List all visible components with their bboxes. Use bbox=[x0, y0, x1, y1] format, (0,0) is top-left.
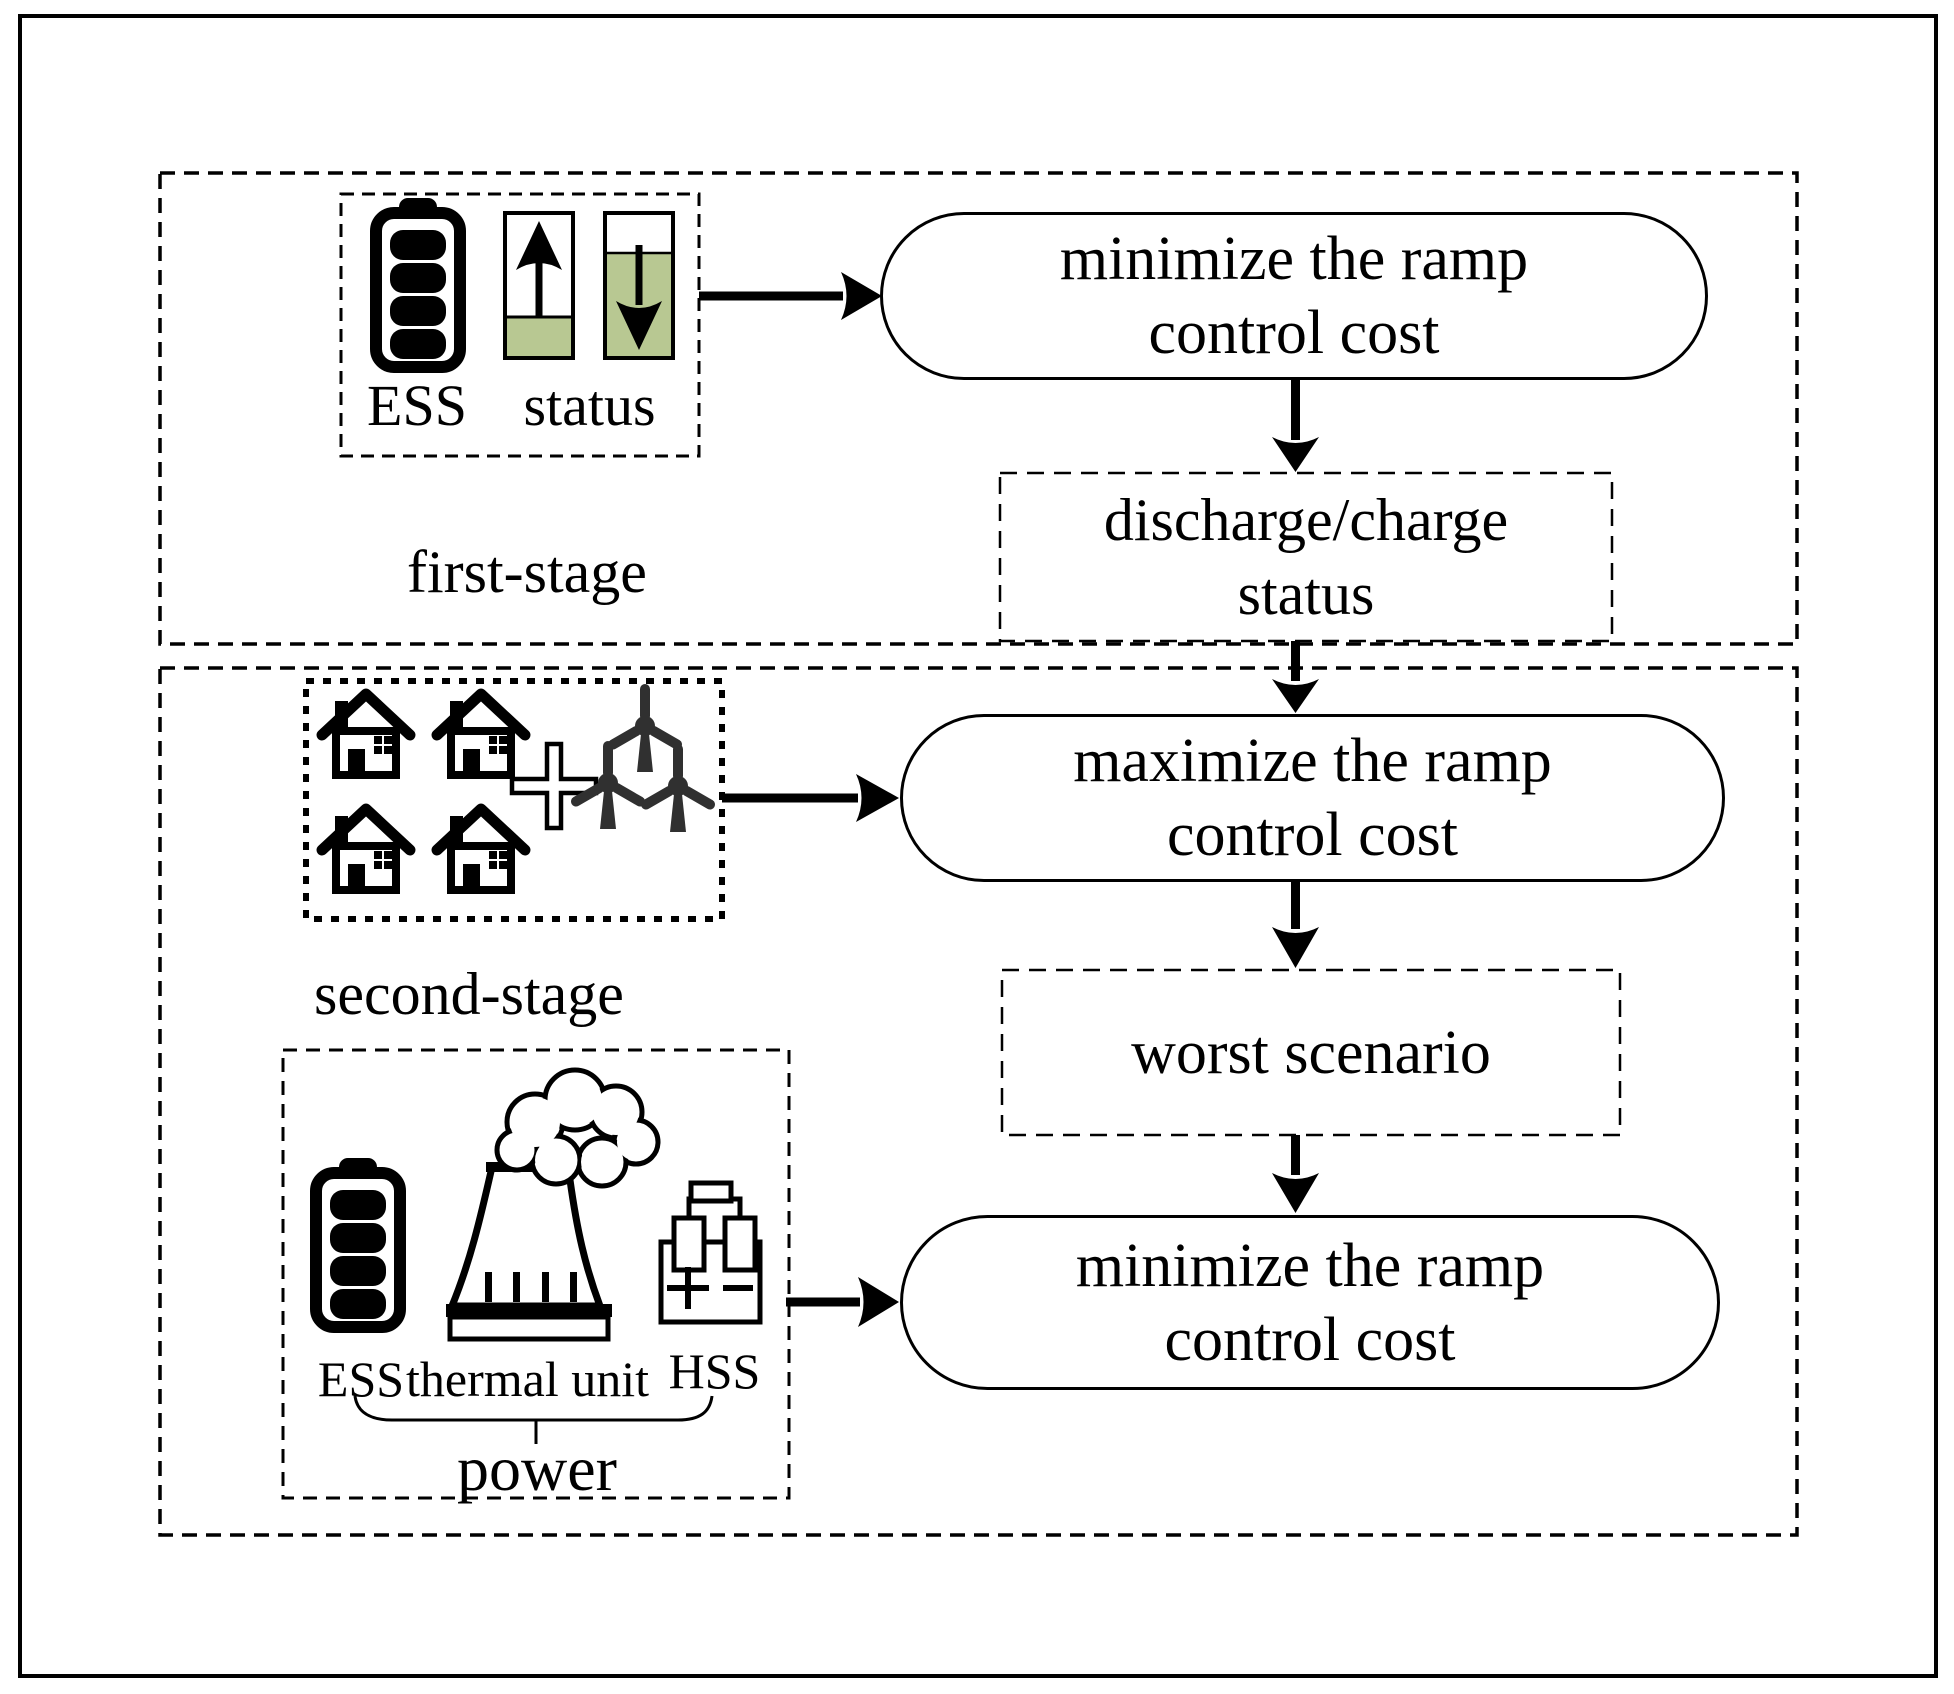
worst-scenario-box: worst scenario bbox=[1002, 970, 1620, 1135]
second-stage-label: second-stage bbox=[314, 961, 624, 1027]
flow-arrows bbox=[699, 272, 1319, 1327]
arrow-worst-to-minimize bbox=[1272, 1135, 1319, 1213]
worst-scenario-box-outline bbox=[1000, 968, 1622, 1137]
arrow-maximize-to-worst bbox=[1272, 882, 1319, 968]
charge-up-bar-icon bbox=[503, 211, 575, 360]
plus-icon bbox=[509, 741, 599, 831]
arrow-minimize-to-status bbox=[1272, 380, 1319, 472]
battery-icon bbox=[376, 203, 460, 367]
maximize-ramp-cost-box: maximize the ramp control cost bbox=[900, 714, 1725, 882]
thermal-unit-label: thermal unit bbox=[406, 1351, 649, 1407]
power-box bbox=[281, 1048, 791, 1500]
box-text-line: discharge/charge bbox=[1103, 487, 1509, 553]
box-text-line: minimize the ramp bbox=[1059, 225, 1529, 293]
discharge-status-box-outline bbox=[998, 471, 1614, 643]
discharge-down-bar-icon bbox=[603, 211, 675, 360]
first-stage-label: first-stage bbox=[407, 539, 647, 605]
box-text-line: worst scenario bbox=[1131, 1018, 1491, 1087]
wind-turbine-icon bbox=[606, 684, 684, 772]
house-icon bbox=[437, 694, 525, 775]
wind-farm-icon bbox=[569, 684, 717, 832]
ess-status-box bbox=[339, 192, 701, 458]
box-text-line: control cost bbox=[1167, 801, 1458, 869]
power-label: power bbox=[457, 1433, 617, 1504]
plus-terminal-icon bbox=[667, 1267, 709, 1309]
house-icon bbox=[322, 694, 410, 775]
box-text-line: status bbox=[1237, 561, 1375, 627]
house-icon bbox=[437, 809, 525, 890]
box-text-line: control cost bbox=[1148, 299, 1440, 367]
house-icon bbox=[322, 809, 410, 890]
battery-icon bbox=[316, 1163, 400, 1327]
power-brace bbox=[353, 1395, 714, 1444]
box-text-line: minimize the ramp bbox=[1075, 1231, 1545, 1300]
steam-cloud-icon bbox=[494, 1067, 661, 1189]
status-label: status bbox=[523, 373, 656, 438]
arrow-power-to-minimize bbox=[786, 1277, 899, 1327]
power-ess-label: ESS bbox=[317, 1351, 405, 1407]
arrow-load-to-maximize bbox=[722, 774, 899, 822]
second-stage-box bbox=[158, 666, 1799, 1537]
box-text-line: maximize the ramp bbox=[1073, 727, 1552, 795]
minimize-ramp-cost-box-stage1: minimize the ramp control cost bbox=[880, 212, 1708, 380]
discharge-status-box: discharge/charge status bbox=[1000, 473, 1612, 641]
box-text-line: control cost bbox=[1164, 1305, 1456, 1374]
arrow-status-to-maximize bbox=[1272, 641, 1319, 713]
thermal-plant-icon bbox=[446, 1067, 661, 1342]
hydrogen-storage-icon bbox=[658, 1180, 763, 1325]
first-stage-box bbox=[158, 171, 1799, 646]
outer-border bbox=[18, 14, 1938, 1678]
hss-label: HSS bbox=[668, 1343, 761, 1399]
minimize-ramp-cost-box-stage2: minimize the ramp control cost bbox=[900, 1215, 1720, 1390]
arrow-ess-to-minimize bbox=[699, 272, 882, 320]
ess-label: ESS bbox=[367, 373, 467, 438]
